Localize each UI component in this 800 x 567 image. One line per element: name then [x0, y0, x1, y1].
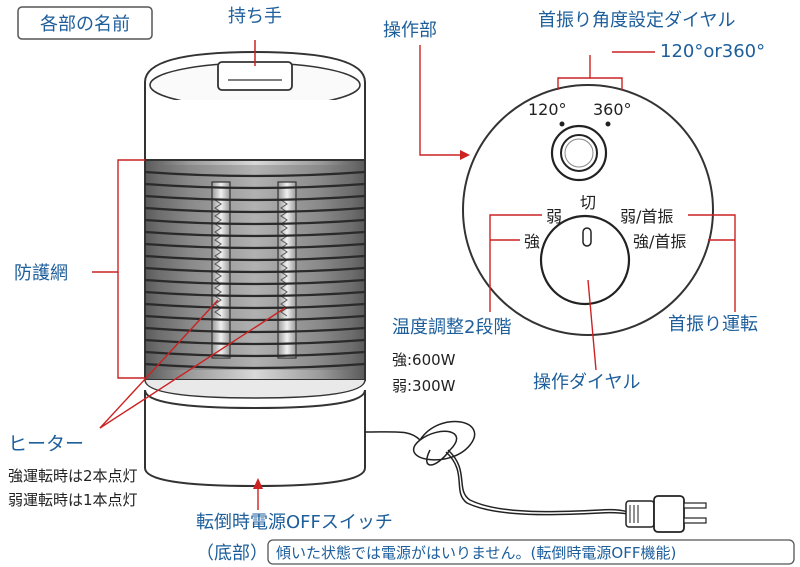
leader-lines: [92, 45, 736, 510]
operation-dial-label: 操作ダイヤル: [533, 372, 640, 393]
tip-switch-location: （底部）: [196, 543, 268, 564]
heater-tubes: [211, 181, 297, 359]
handle-shape: [217, 40, 293, 91]
temp-strong: 強:600W: [392, 351, 456, 369]
plug-icon: [625, 495, 707, 533]
tip-switch-label: 転倒時電源OFFスイッチ: [196, 512, 393, 533]
tip-switch-note: 傾いた状態では電源がはいりません。(転倒時電源OFF機能): [276, 544, 676, 562]
guard-bars: [144, 170, 366, 370]
swing-dial-label: 首振り角度設定ダイヤル: [538, 10, 735, 31]
swing-mark-120: 120°: [528, 100, 567, 119]
heater-label: ヒーター: [8, 433, 84, 455]
mode-strong-swing-label: 強/首振: [633, 232, 686, 251]
temp-weak: 弱:300W: [392, 377, 456, 395]
mode-weak-label: 弱: [546, 207, 562, 226]
swing-angle-dial: [550, 121, 611, 182]
temp-label: 温度調整2段階: [392, 317, 511, 338]
heater-note-weak: 弱運転時は1本点灯: [8, 491, 138, 509]
swing-mark-360: 360°: [593, 100, 632, 119]
mode-dial: [539, 214, 631, 306]
heater-body: [144, 40, 366, 488]
heater-note-strong: 強運転時は2本点灯: [8, 467, 138, 485]
swing-dial-value: 120°or360°: [660, 41, 765, 62]
swing-run-label: 首振り運転: [668, 314, 758, 335]
control-panel-label: 操作部: [383, 20, 437, 41]
mode-strong-label: 強: [524, 232, 540, 251]
guard-label: 防護網: [14, 263, 68, 284]
mode-off-label: 切: [580, 193, 596, 212]
handle-label: 持ち手: [228, 6, 282, 27]
power-cord: [364, 420, 629, 516]
title-box: 各部の名前: [17, 6, 153, 40]
title-text: 各部の名前: [40, 14, 130, 35]
mode-weak-swing-label: 弱/首振: [620, 207, 673, 226]
control-panel-shape: [462, 84, 714, 336]
tip-switch-note-box: 傾いた状態では電源がはいりません。(転倒時電源OFF機能): [267, 539, 795, 565]
